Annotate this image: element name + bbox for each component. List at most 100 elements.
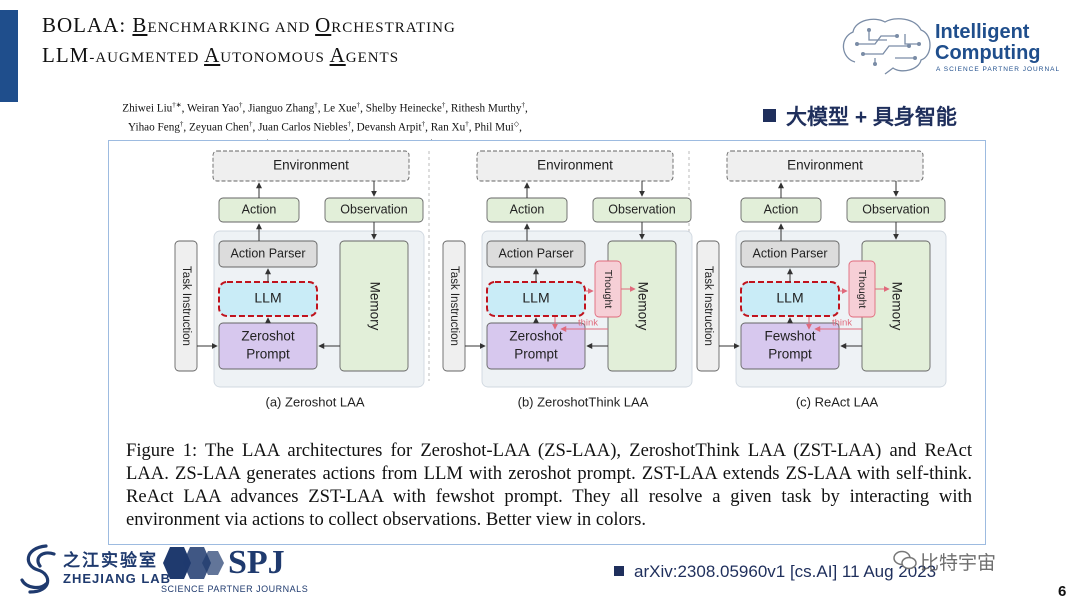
journal-logo-line-2: Computing: [935, 42, 1041, 64]
author-affiliation-mark: †: [521, 101, 525, 109]
memory-label: Memory: [367, 282, 382, 331]
memory-label: Memory: [889, 282, 904, 331]
section-tag: 大模型 + 具身智能: [763, 101, 957, 131]
author-name: , Shelby Heinecke: [360, 102, 442, 115]
title-initial: A: [329, 43, 346, 67]
task-instruction-box: [442, 240, 466, 372]
accent-bar: [0, 10, 18, 102]
author-name: ,: [524, 102, 528, 115]
title-initial: A: [204, 43, 221, 67]
author-name: , Juan Carlos Niebles: [252, 121, 348, 134]
spj-logo-subtitle: SCIENCE PARTNER JOURNALS: [161, 584, 309, 594]
environment-box: [476, 150, 674, 182]
paper-title-line-1: BOLAA: Benchmarking and Orchestrating: [42, 12, 456, 42]
environment-box: [726, 150, 924, 182]
panel-caption: (b) ZeroshotThink LAA: [518, 394, 649, 409]
author-name: , Phil Mui: [468, 121, 514, 134]
journal-logo-line-1: Intelligent: [935, 21, 1030, 43]
author-name: , Le Xue: [317, 102, 357, 115]
prompt-label-line-1: Zeroshot: [241, 329, 295, 344]
thought-label: Thought: [602, 270, 614, 309]
observation-label: Observation: [340, 202, 407, 216]
wechat-icon: [893, 550, 917, 570]
page-number: 6: [1058, 583, 1067, 600]
prompt-label-line-2: Prompt: [768, 347, 812, 362]
prompt-label-line-2: Prompt: [514, 347, 558, 362]
llm-label: LLM: [254, 290, 281, 306]
watermark-text: 比特宇宙: [920, 553, 997, 574]
author-name: Yihao Feng: [128, 121, 180, 134]
prompt-label-line-2: Prompt: [246, 347, 290, 362]
author-affiliation-mark: †: [421, 119, 426, 128]
task-instruction-label: Task Instruction: [702, 266, 714, 346]
zhejiang-lab-name-cn: 之江实验室: [63, 551, 158, 570]
author-line: Zhiwei Liu†∗, Weiran Yao†, Jianguo Zhang…: [50, 98, 600, 117]
square-bullet-icon: [763, 109, 776, 122]
action-parser-label: Action Parser: [498, 246, 573, 260]
title-smallcaps: utonomous: [220, 50, 330, 66]
author-name: , Zeyuan Chen: [183, 121, 249, 134]
author-affiliation-mark: †: [347, 119, 352, 128]
title-smallcaps: rchestrating: [331, 20, 456, 36]
task-instruction-box: [174, 240, 198, 372]
author-name: , Devansh Arpit: [351, 121, 422, 134]
zhejiang-lab-name-en: ZHEJIANG LAB: [63, 571, 172, 586]
llm-label: LLM: [776, 290, 803, 306]
action-parser-box: [218, 240, 318, 268]
author-name: ,: [519, 121, 522, 134]
environment-label: Environment: [537, 158, 613, 173]
brain-circuit-icon: [842, 18, 931, 75]
title-initial: B: [132, 13, 148, 37]
task-instruction-label: Task Instruction: [448, 266, 460, 346]
author-affiliation-mark: †∗: [172, 101, 182, 109]
think-label: think: [578, 318, 598, 329]
section-tag-label: 大模型 + 具身智能: [786, 106, 957, 129]
task-instruction-box: [696, 240, 720, 372]
spj-hexagon-logo-icon: [163, 547, 224, 579]
paper-title-line-2: LLM-augmented Autonomous Agents: [42, 42, 456, 72]
llm-label: LLM: [522, 290, 549, 306]
author-affiliation-mark: †: [356, 101, 361, 109]
observation-label: Observation: [608, 202, 675, 216]
author-affiliation-mark: †: [465, 119, 469, 128]
panel-caption: (a) Zeroshot LAA: [266, 394, 365, 409]
author-affiliation-mark: †: [179, 119, 184, 128]
action-label: Action: [510, 202, 545, 216]
action-parser-box: [486, 240, 586, 268]
arxiv-id: arXiv:2308.05960v1 [cs.AI] 11 Aug 2023: [634, 562, 937, 581]
title-smallcaps: -augmented: [89, 50, 205, 66]
action-label: Action: [764, 202, 799, 216]
zhejiang-lab-logo-icon: [20, 544, 56, 594]
author-affiliation-mark: †: [248, 119, 253, 128]
memory-box: [339, 240, 409, 372]
author-affiliation-mark: †: [441, 101, 446, 109]
author-affiliation-mark: †: [314, 101, 318, 109]
author-affiliation-mark: †: [238, 101, 243, 109]
environment-label: Environment: [787, 158, 863, 173]
prompt-label-line-1: Fewshot: [764, 329, 815, 344]
task-instruction-label: Task Instruction: [180, 266, 192, 346]
arxiv-reference: arXiv:2308.05960v1 [cs.AI] 11 Aug 2023: [614, 562, 936, 582]
spj-logo-text: SPJ: [228, 544, 285, 581]
action-parser-label: Action Parser: [752, 246, 827, 260]
title-initial: O: [315, 13, 332, 37]
action-label: Action: [242, 202, 277, 216]
journal-logo-text: Intelligent Computing: [935, 22, 1041, 64]
author-name: , Rithesh Murthy: [445, 102, 522, 115]
title-initial: BOLAA:: [42, 13, 133, 37]
author-line: Yihao Feng†, Zeyuan Chen†, Juan Carlos N…: [50, 117, 600, 136]
prompt-label-line-1: Zeroshot: [509, 329, 563, 344]
author-name: , Jianguo Zhang: [242, 102, 315, 115]
journal-logo-subtitle: A SCIENCE PARTNER JOURNAL: [936, 66, 1061, 73]
action-parser-box: [740, 240, 840, 268]
author-name: , Ran Xu: [425, 121, 466, 134]
panel-caption: (c) ReAct LAA: [796, 394, 879, 409]
observation-label: Observation: [862, 202, 929, 216]
title-initial: LLM: [42, 43, 90, 67]
think-label: think: [832, 318, 852, 329]
square-bullet-icon: [614, 566, 624, 576]
paper-title: BOLAA: Benchmarking and Orchestrating LL…: [42, 12, 456, 72]
author-name: , Weiran Yao: [181, 102, 239, 115]
